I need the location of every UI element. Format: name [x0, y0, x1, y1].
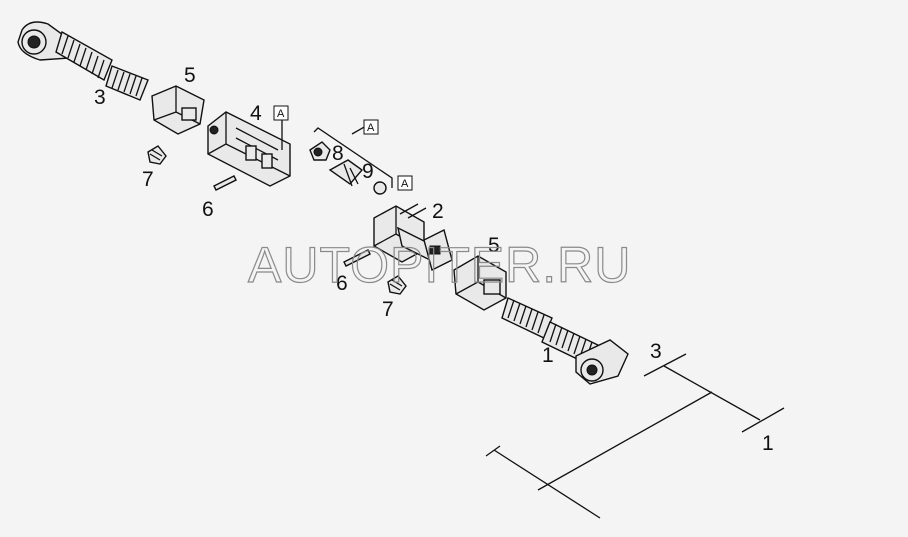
callout-3: 3: [94, 86, 106, 109]
callout-6-upper: 6: [202, 198, 214, 221]
schematic-label-3: 3: [650, 340, 662, 363]
callout-6-lower: 6: [336, 272, 348, 295]
harness-connector-3: [17, 21, 149, 101]
bolt-7-upper: [147, 145, 167, 165]
callout-7-lower: 7: [382, 298, 394, 321]
reference-box-a-3: A: [397, 175, 413, 191]
callout-7-upper: 7: [142, 168, 154, 191]
schematic-label-1: 1: [762, 432, 774, 455]
wiring-schematic: [485, 353, 785, 519]
clip-6-upper: [213, 175, 237, 191]
reference-box-a-1: A: [273, 105, 289, 121]
callout-1: 1: [542, 344, 554, 367]
callout-5-lower: 5: [488, 234, 500, 257]
connector-housing-5-upper: [151, 85, 205, 135]
connector-body-4: [207, 111, 291, 187]
callout-8: 8: [332, 142, 344, 165]
callout-9: 9: [362, 160, 374, 183]
harness-connector-1: [501, 297, 629, 385]
corrugated-sleeve-3: [61, 35, 105, 79]
bolt-7-lower: [387, 275, 407, 295]
svg-text:A: A: [277, 108, 285, 120]
seal-8: [309, 141, 331, 161]
connector-housing-5-lower: [453, 255, 507, 311]
watermark-text: AUTOPITER.RU: [248, 237, 631, 293]
reference-box-a-2: A: [363, 119, 379, 135]
callout-5-upper: 5: [184, 64, 196, 87]
svg-text:A: A: [367, 122, 375, 134]
terminal-9: [328, 159, 387, 195]
callout-4: 4: [250, 102, 262, 125]
callout-2: 2: [432, 200, 444, 223]
connector-2: [373, 203, 453, 272]
clip-6-lower: [343, 249, 371, 267]
svg-text:A: A: [401, 178, 409, 190]
